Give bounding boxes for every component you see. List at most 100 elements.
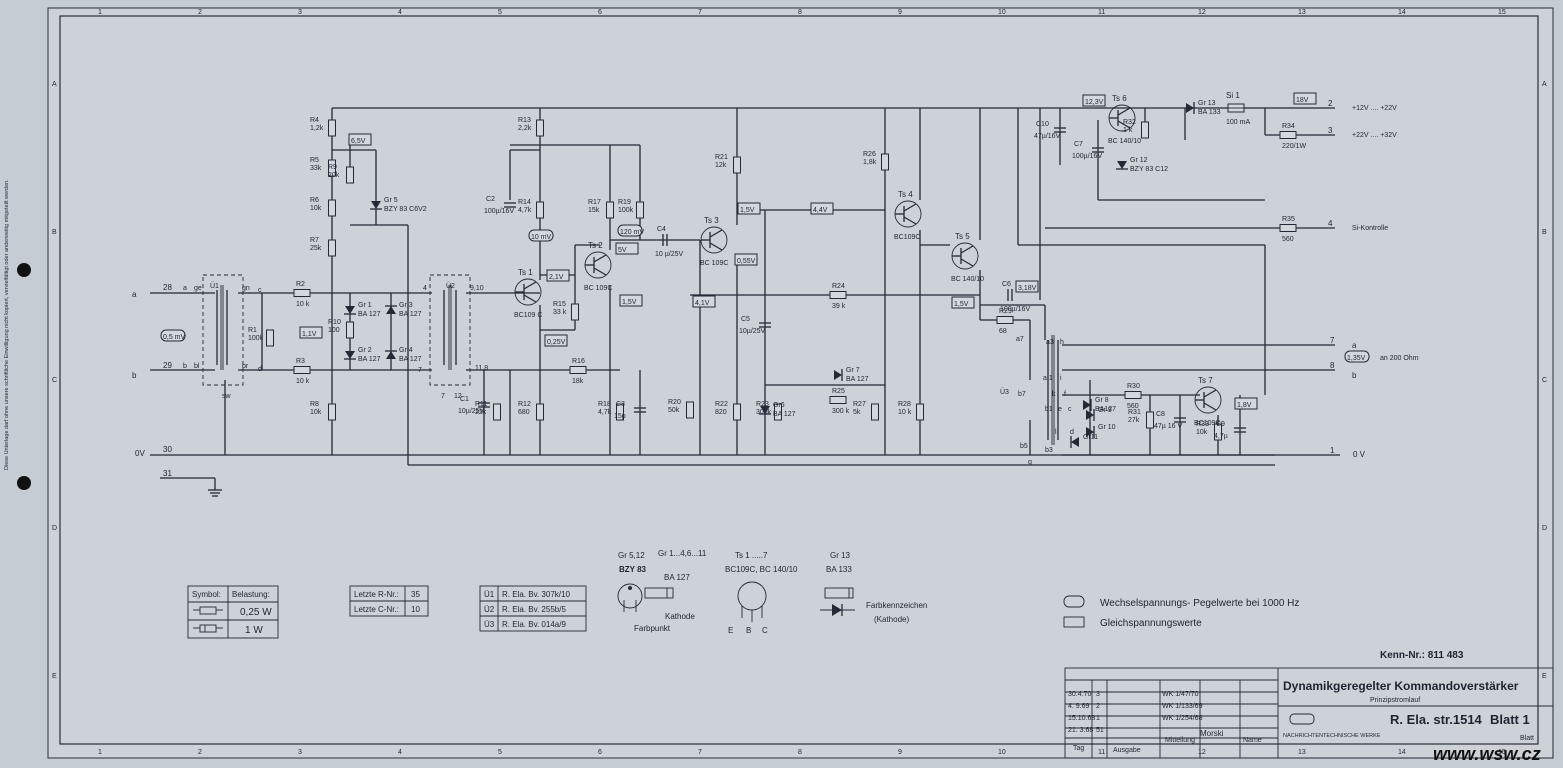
resistor-name: R5 [310, 157, 319, 164]
resistor-name: R6 [310, 197, 319, 204]
resistor-name: R28 [898, 401, 911, 408]
resistor-value: 10 k [296, 378, 310, 385]
pin-gr-zener-type: BZY 83 [619, 565, 647, 574]
resistor-name: R14 [518, 199, 531, 206]
transistor-type: BC 140/10 [1108, 138, 1141, 145]
dc-level-ts7: 1,8V [1234, 397, 1258, 410]
grid-col-top: 3 [298, 9, 302, 16]
diode-type: BZY 83 C6V2 [384, 206, 427, 213]
u3-pin-e: e [1058, 406, 1062, 413]
grid-col-bottom: 9 [898, 749, 902, 756]
revision-no: 2 [1096, 703, 1100, 710]
grid-col-bottom: 12 [1198, 749, 1206, 756]
revision-change: WK 1/47/70 [1162, 691, 1199, 698]
revision-no: 1 [1096, 715, 1100, 722]
diode-name: Gr11 [1083, 434, 1098, 441]
load-header: Belastung: [232, 590, 270, 599]
grid-col-top: 15 [1498, 9, 1506, 16]
watermark: www.wsw.cz [1433, 744, 1541, 764]
last-r-value: 35 [411, 590, 420, 599]
transistor-ts5: Ts 5BC 140/10 [951, 232, 984, 283]
grid-col-bottom: 13 [1298, 749, 1306, 756]
tt-u3-ref: R. Ela. Bv. 014a/9 [502, 620, 566, 629]
diode-name: Gr 1 [358, 302, 372, 309]
grid-col-bottom: 6 [598, 749, 602, 756]
dc-level-ts1c: 2,1V [546, 269, 570, 282]
grid-col-top: 2 [198, 9, 202, 16]
u3-pin-a3: a3 [1046, 339, 1054, 346]
resistor-value: 12k [715, 162, 727, 169]
fuse-name: Si 1 [1226, 91, 1240, 100]
resistor-value: 1,8k [863, 159, 877, 166]
resistor-name: R7 [310, 237, 319, 244]
transistor-ts6: Ts 6BC 140/10 [1108, 94, 1141, 145]
grid-row-left: E [52, 673, 57, 680]
revision-change: WK 1/133/69 [1162, 703, 1203, 710]
resistor-name: R11 [475, 401, 487, 408]
transistor-ts3: Ts 3BC 109C [700, 216, 728, 267]
grid-col-top: 12 [1198, 9, 1206, 16]
grid-col-top: 5 [498, 9, 502, 16]
resistor-name: R4 [310, 117, 319, 124]
grid-col-bottom: 1 [98, 749, 102, 756]
resistor-value: 10k [1196, 429, 1208, 436]
col-name: Name [1243, 737, 1262, 744]
resistor-name: R21 [715, 154, 728, 161]
resistor-name: R22 [715, 401, 728, 408]
capacitor-value: 100µ/16V [1072, 153, 1102, 160]
last-c-value: 10 [411, 605, 420, 614]
revision-date: 15.10.68 [1068, 715, 1095, 722]
grid-col-top: 13 [1298, 9, 1306, 16]
zero-volt-right: 0 V [1353, 450, 1366, 459]
pin-ts-all: Ts 1 .....7 [735, 551, 768, 560]
transistor-type: BC 109C [700, 260, 728, 267]
resistor-name: R15 [553, 301, 566, 308]
kenn-nr: Kenn-Nr.: 811 483 [1380, 650, 1464, 661]
pin-c: C [762, 626, 768, 635]
dc-level-value: 3,18V [1018, 285, 1037, 292]
dc-level-value: 1,5V [954, 301, 969, 308]
resistor-value: 15k [588, 207, 600, 214]
u3-pin-d: d [1070, 429, 1074, 436]
resistor-name: R33 [1196, 421, 1209, 428]
resistor-value: 560 [1282, 236, 1294, 243]
u3-label: Ü3 [1000, 388, 1009, 396]
revision-no: 3 [1096, 691, 1100, 698]
capacitor-c9: C94,7µ [1214, 421, 1246, 440]
dc-level-value: 4,4V [813, 207, 828, 214]
resistor-name: R3 [296, 358, 305, 365]
ac-level-c2: 10 mV [528, 229, 554, 242]
grid-col-bottom: 3 [298, 749, 302, 756]
grid-col-bottom: 5 [498, 749, 502, 756]
revision-change: WK 1/254/68 [1162, 715, 1203, 722]
revision-date: 30.4.70 [1068, 691, 1091, 698]
capacitor-value: 47µ/16V [1034, 133, 1061, 140]
dc-level-ts1e: 0,25V [544, 334, 568, 347]
punch-hole [17, 263, 31, 277]
terminal-2: 2 [1328, 99, 1333, 108]
dc-level-ts2e: 1,5V [619, 294, 643, 307]
resistor-name: R34 [1282, 123, 1295, 130]
u3-pin-l: l [1055, 429, 1057, 436]
pinout-legend: Gr 5,12 BZY 83 Farbpunkt Gr 1...4,6...11… [617, 549, 927, 635]
u3-pin-a1: a 1 [1043, 375, 1053, 382]
supply-22-32-label: +22V .... +32V [1352, 132, 1397, 139]
resistor-name: R13 [518, 117, 531, 124]
resistor-name: R20 [668, 399, 681, 406]
company-name: NACHRICHTENTECHNISCHE WERKE [1283, 733, 1381, 739]
dc-level-supply: 18V [1293, 92, 1317, 105]
diode-gr4: Gr 4BA 127 [385, 347, 422, 363]
pin-gr13-type: BA 133 [826, 565, 852, 574]
grid-row-right: D [1542, 525, 1547, 532]
ac-level-in: 0,5 mV [160, 329, 186, 342]
capacitor-name: C2 [486, 196, 495, 203]
